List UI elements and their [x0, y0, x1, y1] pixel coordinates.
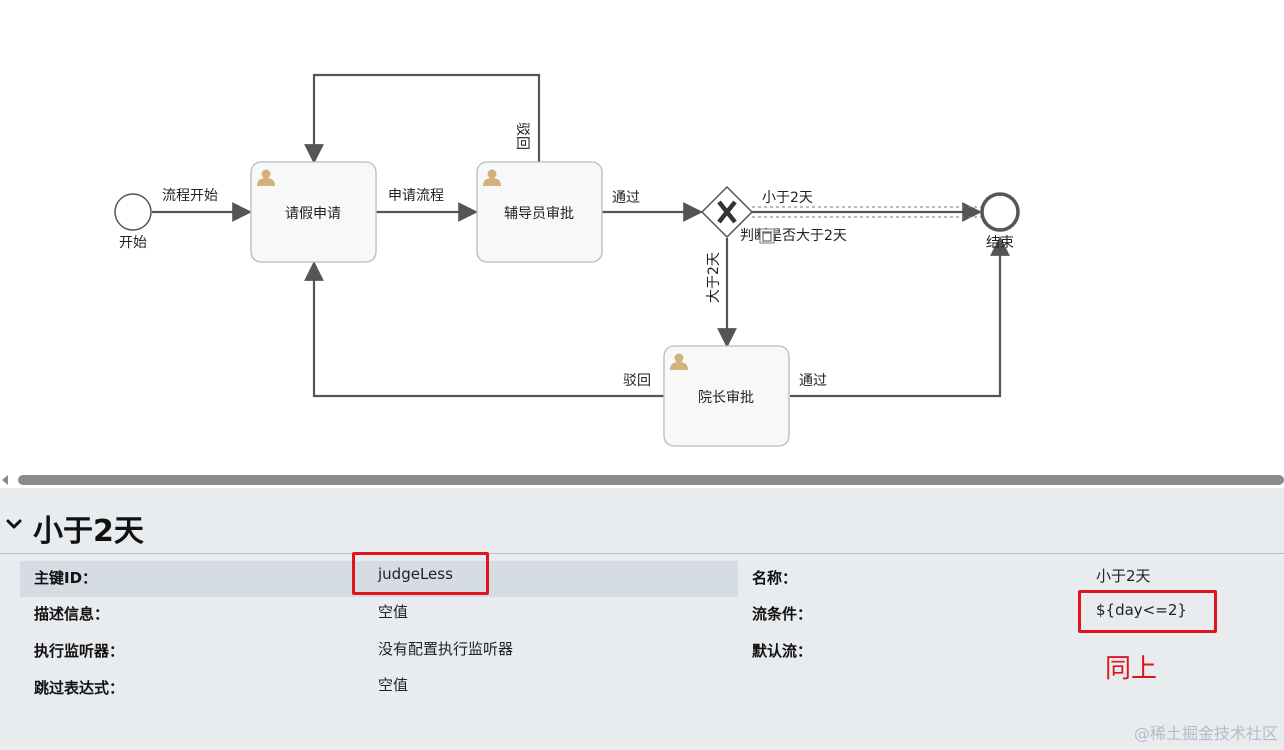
highlight-box-id [352, 552, 489, 595]
flow-apply-label: 申请流程 [388, 188, 444, 204]
task-counselor-approval[interactable] [476, 161, 603, 263]
exclusive-gateway[interactable] [700, 185, 754, 239]
flow-start-label: 流程开始 [162, 188, 218, 204]
flow-more-than-2-label: 大于2天 [706, 252, 722, 303]
task-counselor-approval-label: 辅导员审批 [504, 206, 574, 222]
task-dean-approval-label: 院长审批 [698, 390, 754, 406]
process-diagram-canvas[interactable]: 请假申请 辅导员审批 院长审批 开始 结束 判断是否大于2天 流程开始 申请流程… [0, 0, 1284, 472]
chevron-down-icon[interactable] [6, 516, 22, 532]
divider [0, 553, 1284, 554]
prop-key-name: 名称： [752, 569, 798, 587]
prop-key-default-flow: 默认流： [752, 642, 813, 660]
prop-value-listeners[interactable]: 没有配置执行监听器 [378, 640, 514, 658]
task-leave-request-label: 请假申请 [285, 206, 341, 222]
prop-key-description: 描述信息： [34, 605, 110, 623]
prop-key-condition: 流条件： [752, 605, 813, 623]
flow-counselor-reject[interactable] [304, 73, 541, 164]
prop-value-id[interactable]: judgeLess [378, 565, 453, 583]
prop-key-skip-expression: 跳过表达式： [34, 679, 125, 697]
flow-dean-reject[interactable] [304, 261, 664, 398]
properties-title: 小于2天 [33, 514, 144, 549]
flow-counselor-reject-label: 驳回 [514, 122, 530, 150]
trash-icon[interactable] [759, 228, 775, 244]
flow-dean-reject-label: 驳回 [623, 373, 651, 389]
task-dean-approval[interactable] [663, 345, 790, 447]
properties-panel: 小于2天 主键ID： judgeLess 描述信息： 空值 执行监听器： 没有配… [0, 488, 1284, 750]
scroll-left-icon[interactable] [2, 475, 8, 485]
highlight-box-condition [1078, 590, 1217, 633]
flow-dean-pass[interactable] [790, 236, 1010, 398]
flow-counselor-pass-label: 通过 [612, 190, 640, 206]
start-event[interactable] [114, 193, 152, 231]
properties-header[interactable]: 小于2天 [0, 498, 1284, 549]
flow-dean-pass-label: 通过 [799, 373, 827, 389]
annotation-note: 同上 [1105, 654, 1158, 684]
prop-key-id: 主键ID： [34, 569, 98, 587]
flow-less-than-2-label: 小于2天 [762, 190, 813, 206]
horizontal-scrollbar[interactable] [0, 472, 1284, 488]
end-event[interactable] [980, 192, 1020, 232]
watermark: @稀土掘金技术社区 [1133, 724, 1278, 743]
gateway-label: 判断是否大于2天 [740, 228, 847, 244]
prop-value-description[interactable]: 空值 [378, 603, 409, 621]
end-event-label: 结束 [986, 235, 1014, 251]
row-highlight [20, 561, 738, 597]
prop-value-skip-expression[interactable]: 空值 [378, 676, 409, 694]
task-leave-request[interactable] [250, 161, 377, 263]
prop-value-name[interactable]: 小于2天 [1096, 567, 1151, 585]
scrollbar-thumb[interactable] [18, 475, 1284, 485]
start-event-label: 开始 [119, 235, 147, 251]
flow-less-than-2[interactable] [752, 202, 982, 222]
prop-value-condition[interactable]: ${day<=2} [1096, 601, 1187, 619]
prop-key-listeners: 执行监听器： [34, 642, 125, 660]
bpmn-diagram: 请假申请 辅导员审批 院长审批 开始 结束 判断是否大于2天 流程开始 申请流程… [114, 73, 1020, 447]
